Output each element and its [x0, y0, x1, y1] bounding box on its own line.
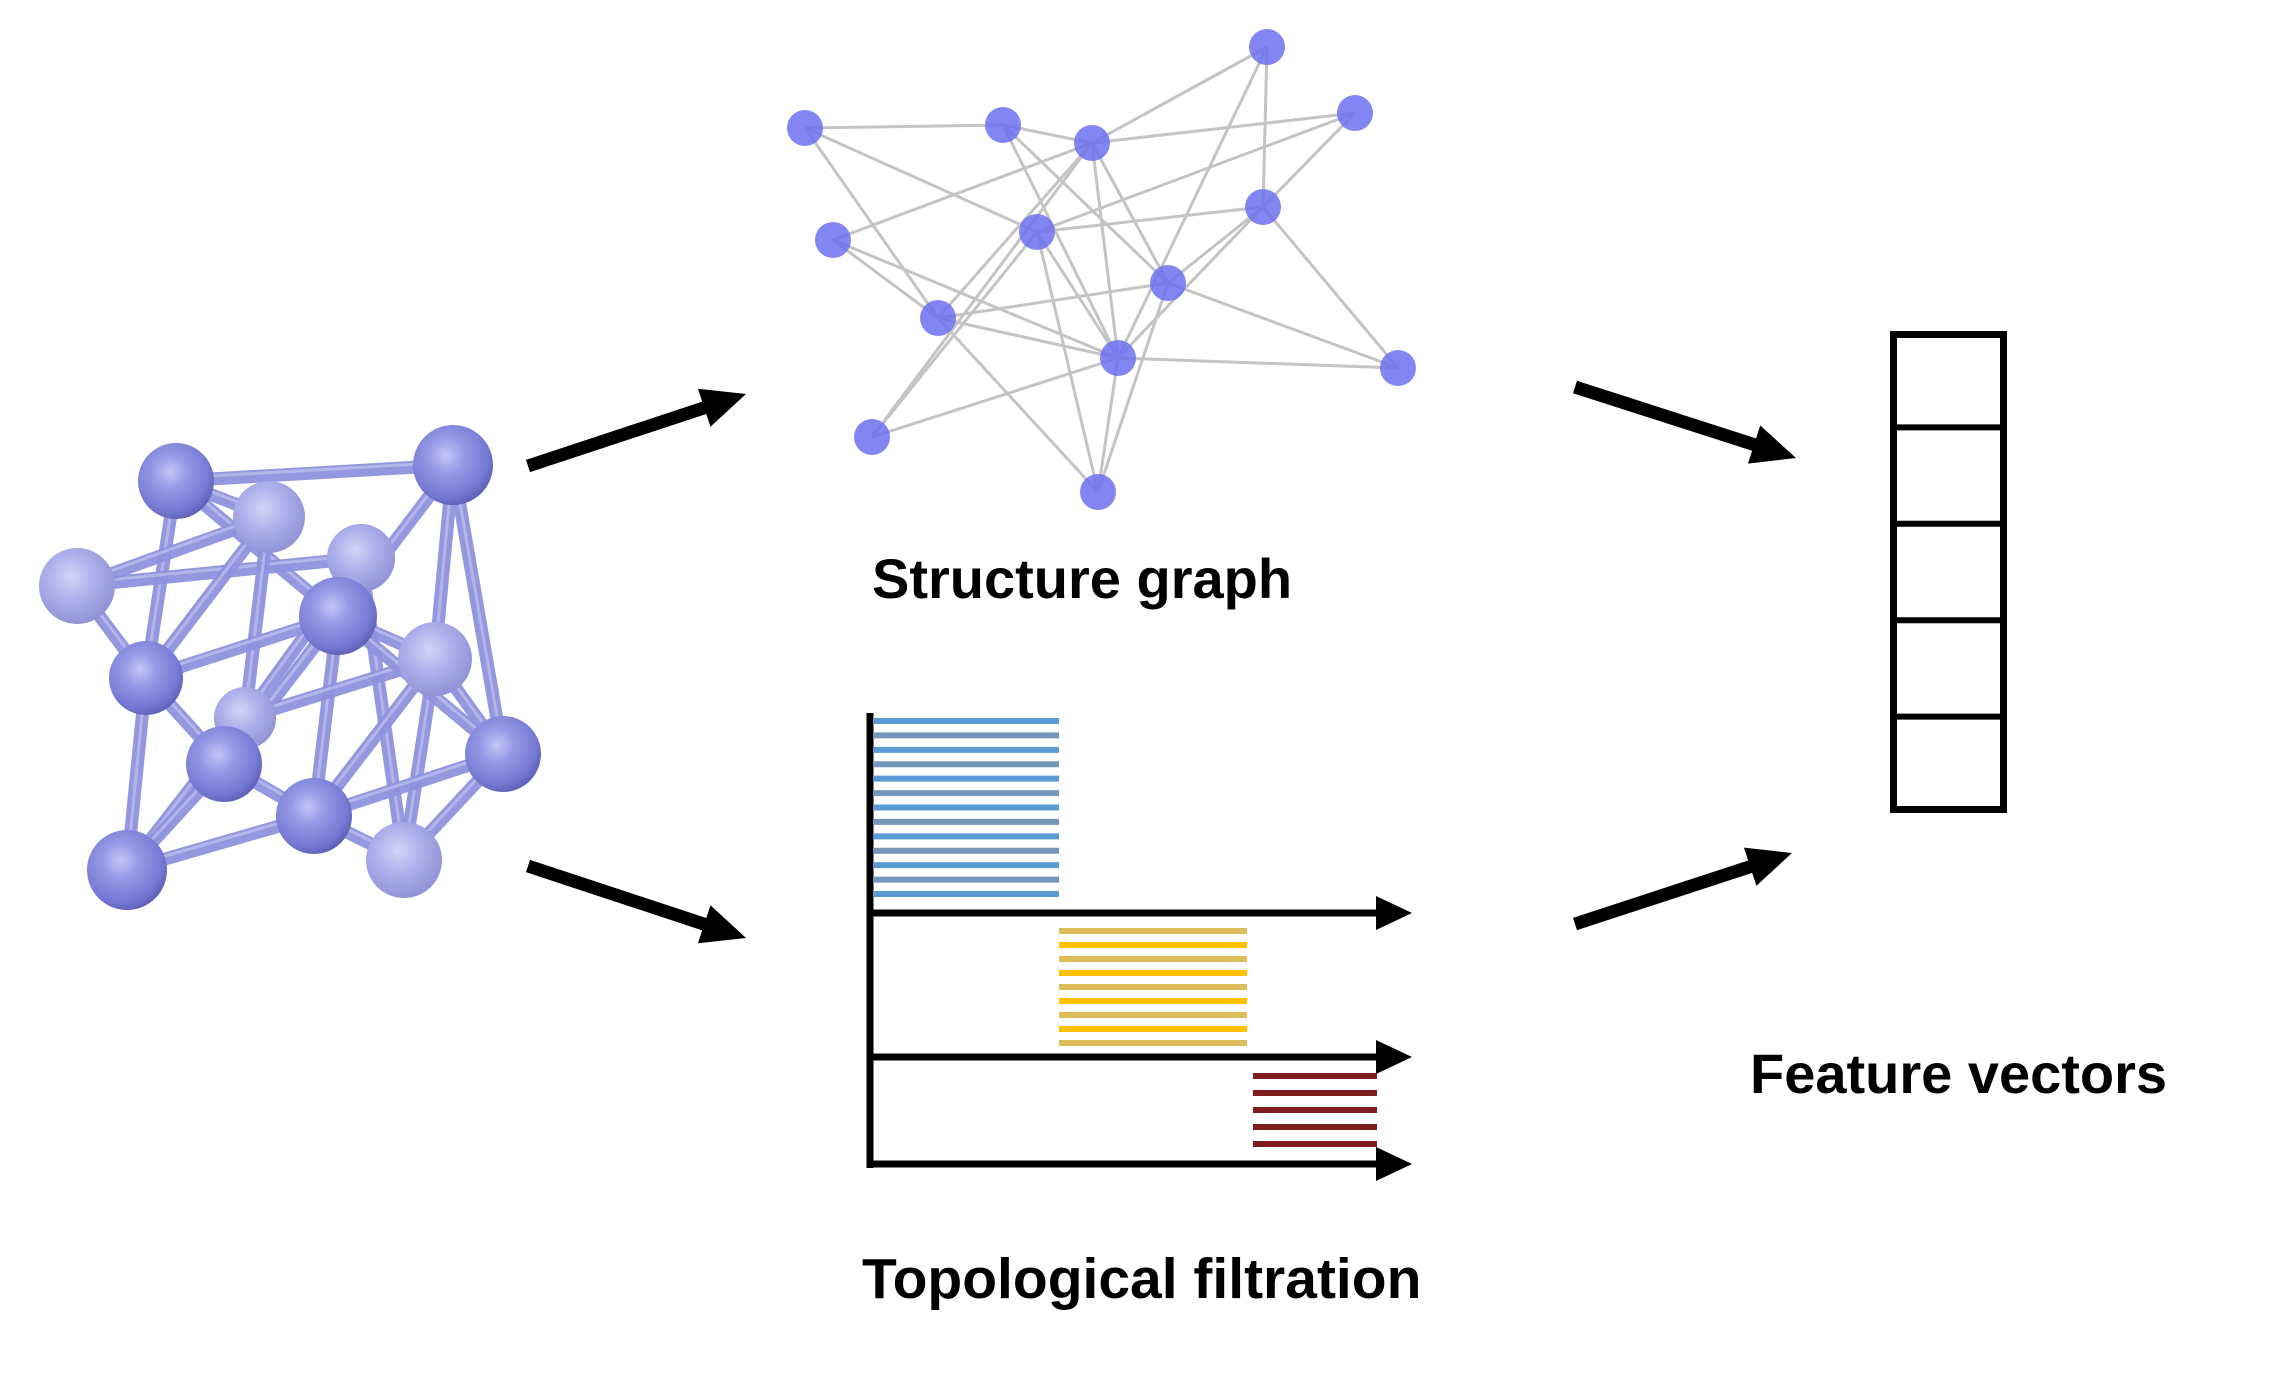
- graph-edge: [1116, 46, 1269, 359]
- graph-node: [787, 110, 823, 146]
- arrow-shaft: [525, 400, 711, 473]
- graph-edge: [832, 238, 1119, 360]
- graph-edge: [1167, 281, 1399, 370]
- axis-arrowhead: [1376, 896, 1412, 930]
- graph-edge: [936, 142, 1094, 319]
- crystal-atom: [413, 425, 493, 505]
- graph-edge: [1261, 111, 1357, 209]
- graph-nodes: [787, 29, 1416, 510]
- arrow-head: [697, 905, 746, 944]
- graph-edge: [1035, 231, 1120, 359]
- graph-node: [1337, 95, 1373, 131]
- crystal-atom: [366, 822, 442, 898]
- graph-edge: [937, 281, 1169, 320]
- graph-edge: [1091, 45, 1268, 145]
- crystal-atom: [233, 481, 305, 553]
- graph-edge: [1001, 124, 1120, 359]
- graph-edge: [832, 141, 1093, 242]
- arrow-crystal-to-filtration: [525, 859, 746, 944]
- graph-edge: [870, 142, 1094, 438]
- graph-edge: [1091, 111, 1356, 145]
- graph-node: [1080, 474, 1116, 510]
- graph-node: [1249, 29, 1285, 65]
- graph-node: [1100, 340, 1136, 376]
- filtration-axis-arrow: [870, 1040, 1412, 1074]
- filtration-axis-arrow: [870, 896, 1412, 930]
- feature-vector: [1890, 331, 2007, 813]
- arrow-graph-to-vector: [1573, 380, 1796, 464]
- crystal-atom: [327, 524, 395, 592]
- graph-node: [1019, 214, 1055, 250]
- flow-arrows: [525, 380, 1796, 944]
- axis-arrowhead: [1376, 1147, 1412, 1181]
- arrow-shaft: [1573, 380, 1760, 452]
- graph-edge: [803, 127, 940, 319]
- filtration-stage-1: [873, 718, 1059, 897]
- crystal-atom: [186, 726, 262, 802]
- graph-edges: [803, 45, 1400, 494]
- graph-node: [1380, 350, 1416, 386]
- graph-edge: [1261, 206, 1400, 369]
- arrow-head: [697, 388, 746, 427]
- graph-edge: [804, 123, 1004, 130]
- graph-edge: [1117, 356, 1399, 370]
- crystal-atom: [138, 443, 214, 519]
- graph-edge: [1096, 282, 1170, 493]
- graph-node: [920, 300, 956, 336]
- crystal-atoms: [39, 425, 541, 910]
- graph-node: [1074, 125, 1110, 161]
- arrow-filtration-to-vector: [1572, 847, 1792, 931]
- arrow-shaft: [525, 859, 711, 932]
- crystal-atom: [398, 622, 472, 696]
- crystal-bond: [169, 458, 460, 488]
- crystal-bond-highlight: [76, 553, 362, 585]
- structure-graph: [787, 29, 1416, 510]
- graph-edge: [832, 238, 939, 320]
- graph-node: [985, 107, 1021, 143]
- axis-arrowhead: [1376, 1040, 1412, 1074]
- graph-edge: [871, 356, 1119, 439]
- graph-node: [1150, 265, 1186, 301]
- crystal-atom: [87, 830, 167, 910]
- graph-edge: [1167, 205, 1264, 285]
- crystal-atom: [276, 778, 352, 854]
- graph-edge: [1090, 142, 1120, 359]
- crystal-atom: [465, 716, 541, 792]
- graph-edge: [1096, 357, 1120, 493]
- arrow-crystal-to-graph: [525, 388, 746, 473]
- graph-edge: [1001, 123, 1170, 285]
- feature-vector-outline: [1890, 331, 2007, 813]
- crystal-atom: [39, 548, 115, 624]
- graph-edge: [1035, 231, 1100, 493]
- graph-edge: [1036, 111, 1356, 234]
- crystal-structure: [39, 425, 541, 910]
- filtration-axis-arrow: [870, 1147, 1412, 1181]
- graph-edge: [1036, 205, 1264, 234]
- crystal-atom: [109, 641, 183, 715]
- crystal-bond-highlight: [451, 461, 505, 752]
- structure-graph-label: Structure graph: [872, 547, 1293, 610]
- filtration-stage-2: [1059, 928, 1247, 1046]
- crystal-atom: [299, 577, 377, 655]
- graph-edge: [937, 316, 1119, 360]
- graph-node: [854, 419, 890, 455]
- graph-node: [1245, 189, 1281, 225]
- crystal-bond-highlight: [175, 460, 454, 480]
- feature-vectors-label: Feature vectors: [1750, 1042, 2168, 1105]
- graph-edge: [804, 126, 1038, 234]
- arrow-head: [1747, 425, 1796, 464]
- filtration-stage-3: [1253, 1073, 1377, 1147]
- graph-edge: [936, 316, 1100, 494]
- graph-edge: [1261, 46, 1269, 208]
- graph-edge: [1090, 142, 1170, 284]
- topological-filtration-barcode: [866, 713, 1412, 1181]
- topological-filtration-label: Topological filtration: [862, 1247, 1422, 1311]
- graph-edge: [1116, 205, 1265, 360]
- arrow-shaft: [1572, 859, 1757, 931]
- graph-node: [815, 222, 851, 258]
- arrow-head: [1743, 847, 1792, 886]
